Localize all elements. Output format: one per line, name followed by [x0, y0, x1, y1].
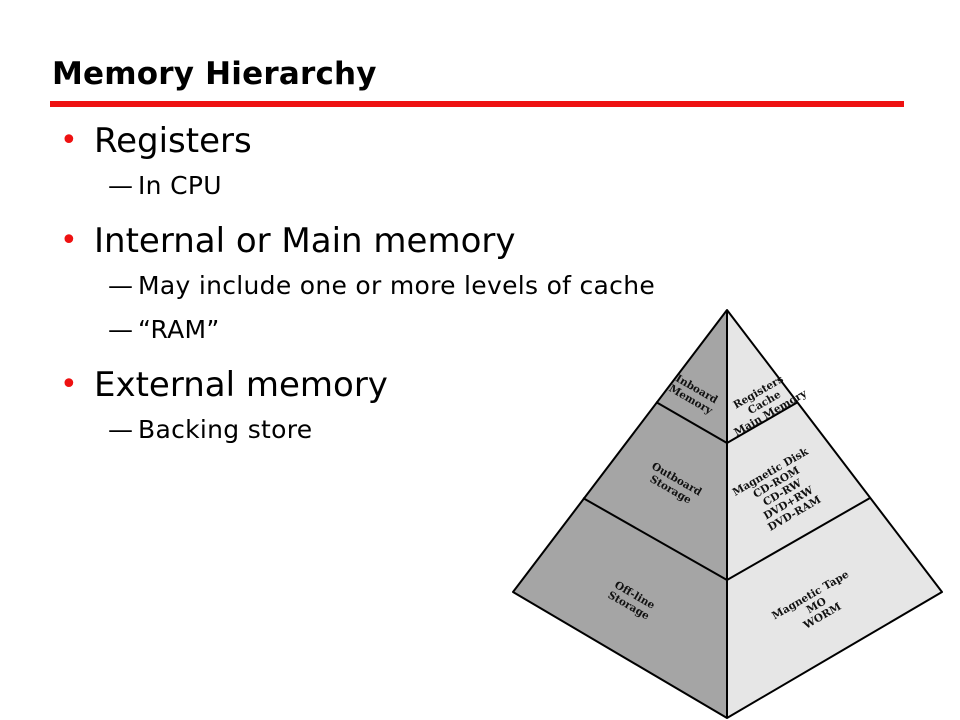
title-underline	[50, 101, 904, 107]
sub-bullet-text: May include one or more levels of cache	[138, 271, 656, 300]
dash-marker: —	[108, 271, 134, 300]
sub-bullet-text: In CPU	[138, 171, 222, 200]
pyramid-right-face	[727, 310, 942, 718]
dash-marker: —	[108, 415, 134, 444]
slide-title: Memory Hierarchy	[52, 56, 377, 92]
sub-bullet-ram: — “RAM”	[60, 308, 880, 352]
dash-marker: —	[108, 171, 134, 200]
sub-bullet-in-cpu: — In CPU	[60, 164, 880, 208]
bullet-dot: •	[60, 367, 78, 402]
bullet-external-memory: • External memory	[60, 362, 880, 408]
bullet-text: External memory	[94, 365, 388, 405]
dash-marker: —	[108, 315, 134, 344]
bullet-registers: • Registers	[60, 118, 880, 164]
bullet-list: • Registers — In CPU • Internal or Main …	[60, 118, 880, 452]
bullet-text: Registers	[94, 121, 252, 161]
bullet-dot: •	[60, 223, 78, 258]
bullet-text: Internal or Main memory	[94, 221, 516, 261]
sub-bullet-text: “RAM”	[138, 315, 220, 344]
memory-pyramid-diagram: Inboard Memory Outboard Storage Off-line…	[512, 309, 943, 719]
bullet-internal-memory: • Internal or Main memory	[60, 218, 880, 264]
sub-bullet-backing-store: — Backing store	[60, 408, 880, 452]
sub-bullet-cache: — May include one or more levels of cach…	[60, 264, 880, 308]
bullet-dot: •	[60, 123, 78, 158]
pyramid-left-face	[513, 310, 727, 718]
sub-bullet-text: Backing store	[138, 415, 313, 444]
